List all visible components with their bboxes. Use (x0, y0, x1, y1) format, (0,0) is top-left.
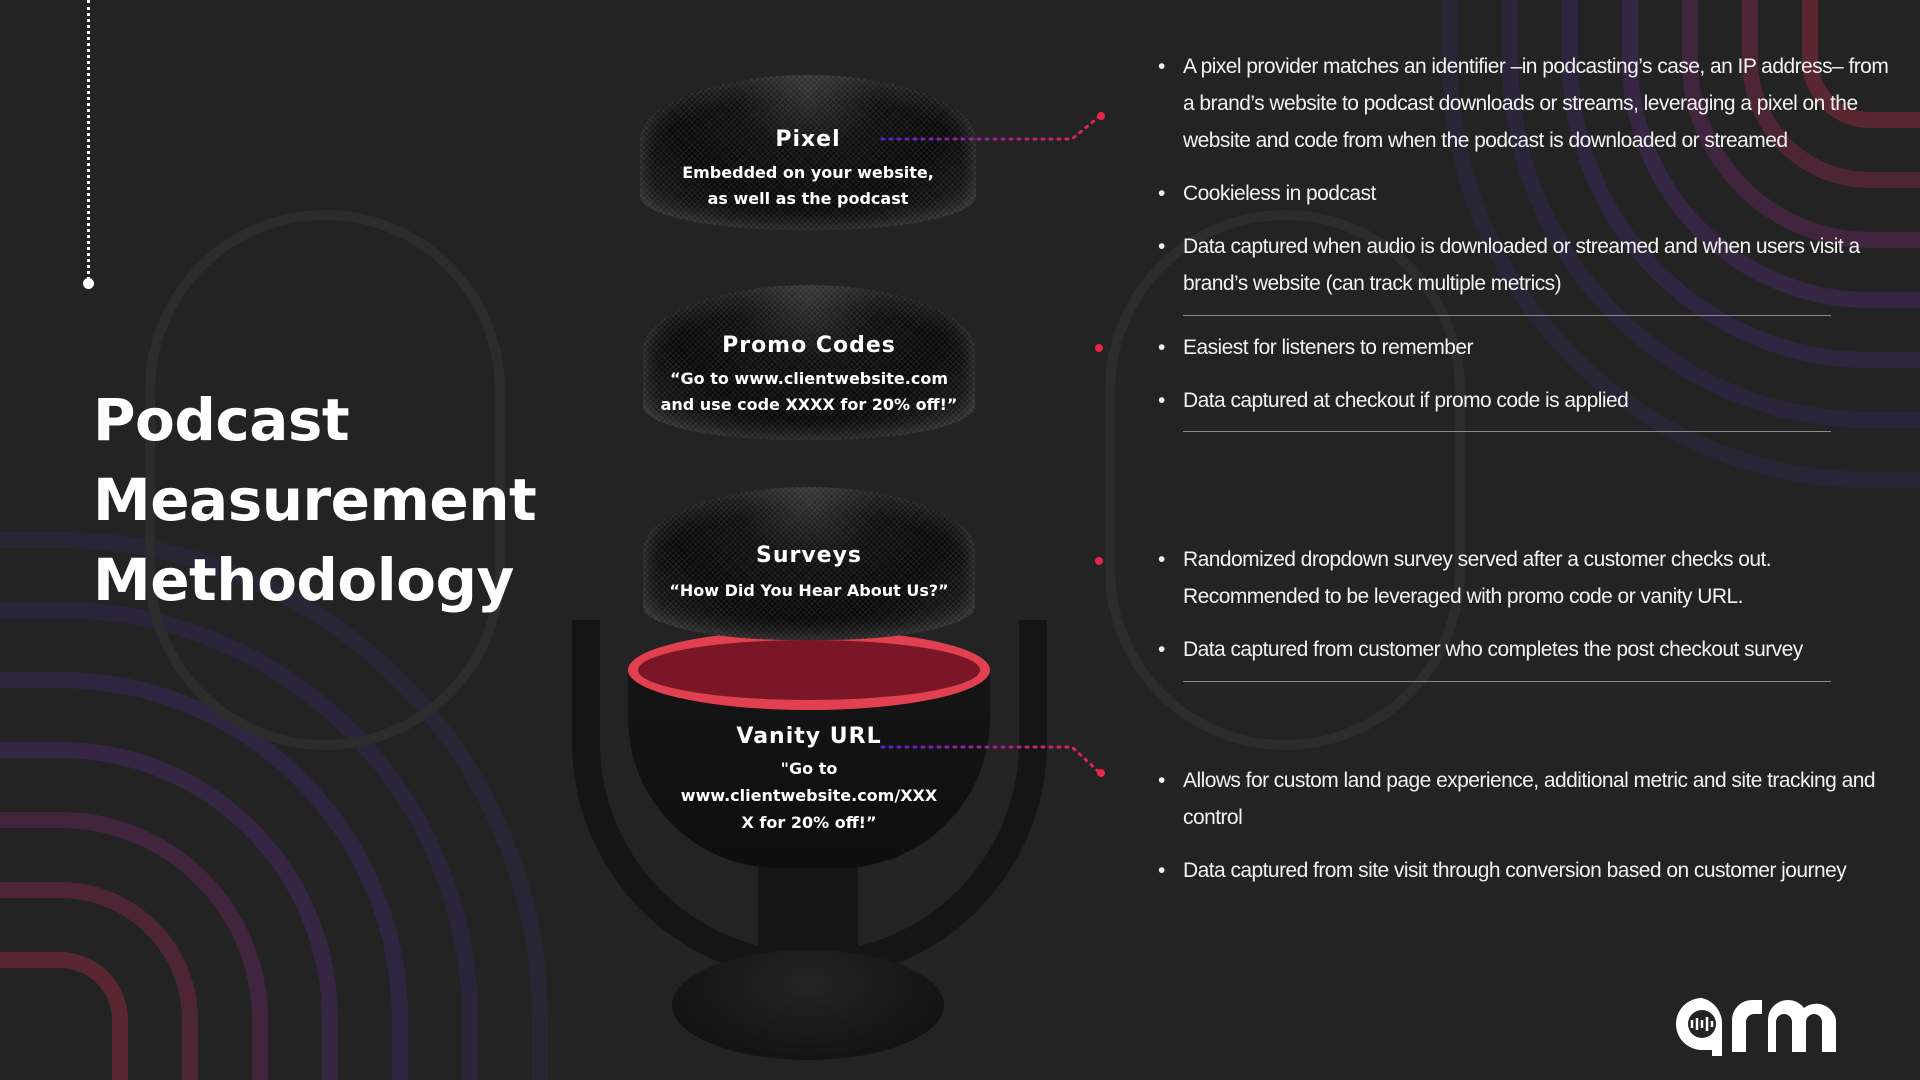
method-pixel: Pixel Embedded on your website, as well … (640, 75, 976, 230)
timeline-dotted-line (87, 0, 90, 280)
page-title: Podcast Measurement Methodology (93, 380, 537, 620)
bullet: Allows for custom land page experience, … (1156, 762, 1896, 836)
connector-vanity (880, 745, 1102, 775)
method-desc: “How Did You Hear About Us?” (669, 581, 949, 600)
connector-pixel (880, 114, 1102, 141)
arm-logo (1676, 998, 1836, 1056)
bullet: Randomized dropdown survey served after … (1156, 541, 1896, 615)
promo-bullets: Easiest for listeners to remember Data c… (1156, 329, 1896, 435)
method-name: Promo Codes (722, 333, 896, 358)
survey-bullets: Randomized dropdown survey served after … (1156, 541, 1896, 684)
method-desc: as well as the podcast (707, 189, 909, 208)
title-line: Measurement (93, 466, 537, 534)
pixel-bullets: A pixel provider matches an identifier –… (1156, 48, 1896, 318)
bullet: A pixel provider matches an identifier –… (1156, 48, 1896, 159)
bullet: Data captured from customer who complete… (1156, 631, 1896, 668)
microphone-red-ring (628, 630, 990, 710)
desc-line: www.clientwebsite.com/XXX (680, 786, 938, 805)
title-line: Podcast (93, 386, 350, 454)
desc-line: X for 20% off!” (741, 813, 877, 832)
bullet: Data captured when audio is downloaded o… (1156, 228, 1896, 302)
method-name: Surveys (755, 543, 863, 568)
vanity-bullets: Allows for custom land page experience, … (1156, 762, 1896, 905)
bullet: Cookieless in podcast (1156, 175, 1896, 212)
bullet: Data captured from site visit through co… (1156, 852, 1896, 889)
method-desc: “Go to www.clientwebsite.com (670, 369, 948, 388)
method-name: Pixel (775, 127, 841, 152)
method-promo-codes: Promo Codes “Go to www.clientwebsite.com… (643, 285, 975, 440)
method-surveys: Surveys “How Did You Hear About Us?” (643, 487, 975, 640)
microphone-base (672, 950, 944, 1060)
divider (1183, 681, 1831, 682)
method-vanity-url: Vanity URL "Go to www.clientwebsite.com/X… (628, 668, 990, 868)
method-desc: and use code XXXX for 20% off!” (660, 395, 958, 414)
method-name: Vanity URL (736, 724, 882, 749)
desc-line: "Go to (780, 759, 838, 778)
method-desc: Embedded on your website, (682, 163, 934, 182)
divider (1183, 315, 1831, 316)
title-line: Methodology (93, 546, 514, 614)
bullet: Data captured at checkout if promo code … (1156, 382, 1896, 419)
bullet: Easiest for listeners to remember (1156, 329, 1896, 366)
timeline-dot (83, 278, 94, 289)
divider (1183, 431, 1831, 432)
method-desc: "Go to www.clientwebsite.com/XXX X for 20%… (628, 755, 990, 836)
